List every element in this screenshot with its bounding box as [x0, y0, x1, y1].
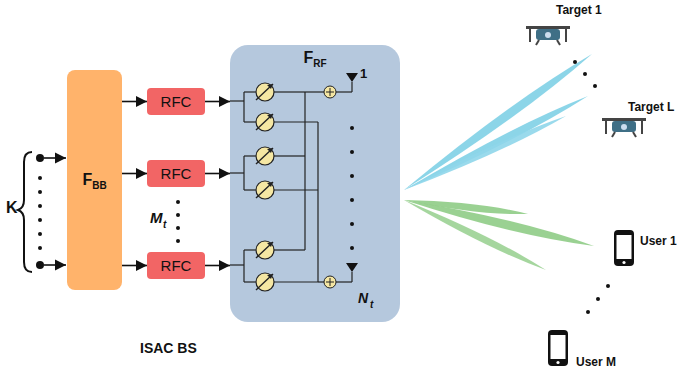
- phone-icon: [548, 330, 568, 366]
- antenna-dots: [350, 198, 354, 202]
- drone-targets: [526, 26, 646, 137]
- wire: [244, 91, 256, 92]
- target-dots: [573, 60, 597, 88]
- wire: [274, 91, 305, 92]
- wire: [274, 121, 318, 122]
- wire: [317, 122, 318, 282]
- node-title: RFC: [161, 257, 192, 274]
- wire: [244, 281, 256, 282]
- node-label: RFC: [161, 257, 192, 274]
- user-phones: [548, 230, 634, 366]
- user-label: User 1: [640, 234, 677, 248]
- baseband-precoder: FBB: [67, 70, 122, 290]
- wire: [244, 121, 256, 122]
- drone-icon: [526, 26, 570, 45]
- phone-icon: [614, 230, 634, 266]
- wire: [351, 82, 352, 92]
- stream-count: K: [6, 199, 18, 217]
- adder: [324, 276, 336, 288]
- analog-precoder-panel: FRF: [230, 45, 400, 322]
- wire: [243, 250, 244, 282]
- signal-arrow: [122, 101, 147, 103]
- node-subscript: RF: [313, 58, 326, 69]
- wire: [230, 264, 244, 265]
- node-title: F: [303, 49, 313, 67]
- antenna-subscript: t: [370, 299, 373, 310]
- rf-chain-dots: [176, 200, 180, 243]
- beam-lobe: [404, 200, 594, 246]
- wire: [243, 156, 244, 190]
- beams: [404, 54, 594, 270]
- wire: [244, 189, 256, 190]
- wire: [318, 281, 324, 282]
- antenna-dots: [350, 222, 354, 226]
- node-title: RFC: [161, 165, 192, 182]
- signal-arrow: [205, 265, 230, 267]
- wire: [274, 249, 305, 250]
- phase-shifter: [256, 181, 274, 199]
- phase-shifter: [256, 273, 274, 291]
- wire: [244, 155, 256, 156]
- wire: [230, 100, 244, 101]
- brace: [18, 152, 32, 272]
- node-label: RFC: [161, 165, 192, 182]
- antenna-dots: [350, 174, 354, 178]
- beam-lobe: [404, 116, 566, 190]
- wire: [305, 91, 324, 92]
- beam-lobe: [404, 96, 588, 190]
- signal-arrow: [122, 173, 147, 175]
- wire: [336, 91, 352, 92]
- phase-shifter: [256, 147, 274, 165]
- user-label: User M: [576, 355, 616, 369]
- node-label: RFC: [161, 93, 192, 110]
- phase-shifter-network: [230, 45, 400, 322]
- wire: [351, 272, 352, 282]
- node-label: FRF: [303, 49, 326, 67]
- signal-arrow: [205, 101, 230, 103]
- adder: [324, 86, 336, 98]
- node-label: FBB: [82, 171, 106, 189]
- signal-arrow: [205, 173, 230, 175]
- input-streams: [36, 154, 66, 269]
- rf-chain-box: RFC: [147, 88, 205, 115]
- wire: [304, 92, 305, 250]
- bs-caption: ISAC BS: [140, 340, 197, 356]
- wire: [336, 281, 352, 282]
- beam-lobe: [404, 54, 592, 190]
- user-dots: [586, 284, 610, 314]
- node-title: F: [82, 171, 92, 189]
- wire: [230, 172, 244, 173]
- drone-icon: [602, 118, 646, 137]
- antenna-dots: [350, 126, 354, 130]
- beam-lobe: [404, 200, 546, 270]
- wire: [274, 189, 318, 190]
- node-subscript: BB: [92, 180, 106, 191]
- phase-shifter: [256, 113, 274, 131]
- rf-chain-box: RFC: [147, 160, 205, 187]
- wire: [274, 155, 305, 156]
- phase-shifter: [256, 83, 274, 101]
- antenna-dots: [350, 150, 354, 154]
- antenna-count: N: [358, 290, 368, 306]
- signal-arrow: [122, 265, 147, 267]
- target-label: Target L: [628, 100, 674, 114]
- phase-shifter: [256, 241, 274, 259]
- wire: [274, 281, 318, 282]
- antenna-symbol: [346, 263, 358, 272]
- wire: [243, 92, 244, 122]
- rf-chain-subscript: t: [163, 219, 166, 230]
- antenna-symbol: [346, 73, 358, 82]
- antenna-dots: [350, 246, 354, 250]
- target-label: Target 1: [556, 3, 602, 17]
- rf-chain-box: RFC: [147, 252, 205, 279]
- node-title: RFC: [161, 93, 192, 110]
- wire: [244, 249, 256, 250]
- rf-chain-count: M: [150, 209, 163, 226]
- antenna-index: 1: [360, 66, 367, 81]
